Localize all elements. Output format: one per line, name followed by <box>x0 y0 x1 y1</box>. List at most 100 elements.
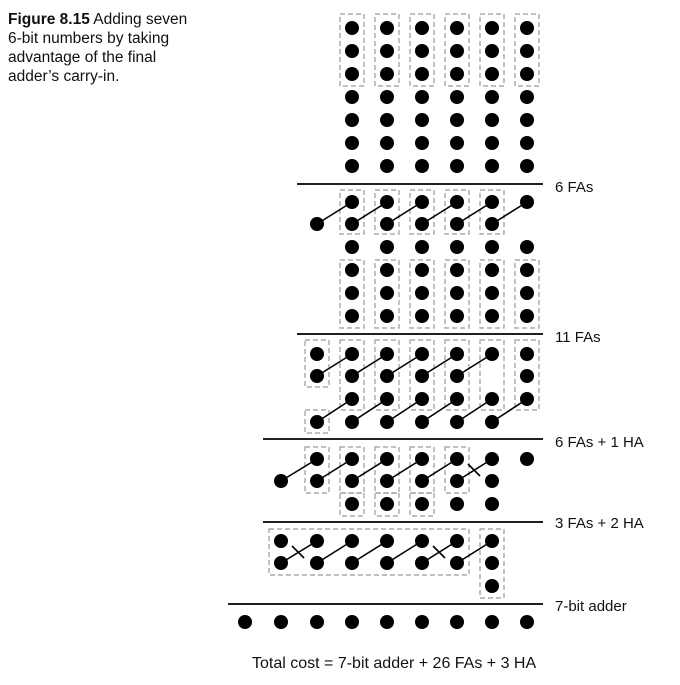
bit-dot <box>450 240 464 254</box>
bit-dot <box>450 113 464 127</box>
bit-dot <box>380 615 394 629</box>
bit-dot <box>520 369 534 383</box>
adder-box <box>374 339 400 411</box>
bit-dot <box>274 615 288 629</box>
bit-dot <box>415 44 429 58</box>
bit-dot <box>345 556 359 570</box>
bit-dot <box>415 369 429 383</box>
adder-box <box>339 259 365 329</box>
bit-dot <box>415 347 429 361</box>
bit-dot <box>345 240 359 254</box>
bit-dot <box>415 159 429 173</box>
bit-dot <box>415 556 429 570</box>
bit-dot <box>485 534 499 548</box>
bit-dot <box>450 497 464 511</box>
bit-dot <box>345 90 359 104</box>
bit-dot <box>520 21 534 35</box>
bit-dot <box>485 497 499 511</box>
adder-box <box>479 189 505 235</box>
bit-dot <box>310 217 324 231</box>
bit-dot <box>450 474 464 488</box>
bit-dot <box>238 615 252 629</box>
bit-dot <box>380 474 394 488</box>
bit-dot <box>380 497 394 511</box>
bit-dot <box>415 21 429 35</box>
adder-box <box>514 339 540 411</box>
bit-dot <box>520 309 534 323</box>
adder-box <box>409 339 435 411</box>
bit-dot <box>310 534 324 548</box>
bit-dot <box>415 136 429 150</box>
figure-caption: Figure 8.15 Adding seven 6-bit numbers b… <box>8 10 193 86</box>
bit-dot <box>345 452 359 466</box>
bit-dot <box>485 136 499 150</box>
bit-dot <box>415 240 429 254</box>
bit-dot <box>380 369 394 383</box>
bit-dot <box>485 217 499 231</box>
bit-dot <box>485 392 499 406</box>
bit-dot <box>380 452 394 466</box>
bit-dot <box>310 415 324 429</box>
bit-dot <box>310 474 324 488</box>
bit-dot <box>520 263 534 277</box>
bit-dot <box>310 347 324 361</box>
bit-dot <box>380 113 394 127</box>
bit-dot <box>345 21 359 35</box>
bit-dot <box>450 452 464 466</box>
bit-dot <box>274 534 288 548</box>
bit-dot <box>345 263 359 277</box>
bit-dot <box>485 309 499 323</box>
bit-dot <box>345 615 359 629</box>
bit-dot <box>450 159 464 173</box>
bit-dot <box>450 195 464 209</box>
bit-dot <box>345 347 359 361</box>
bit-dot <box>485 615 499 629</box>
bit-dot <box>485 556 499 570</box>
adder-box <box>479 259 505 329</box>
adder-box <box>514 13 540 87</box>
bit-dot <box>485 21 499 35</box>
bit-dot <box>415 309 429 323</box>
bit-dot <box>380 534 394 548</box>
bit-dot <box>450 67 464 81</box>
adder-box <box>444 446 470 494</box>
bit-dot <box>415 286 429 300</box>
bit-dot <box>450 263 464 277</box>
bit-dot <box>520 615 534 629</box>
bit-dot <box>485 67 499 81</box>
bit-dot <box>380 217 394 231</box>
bit-dot <box>450 90 464 104</box>
bit-dot <box>485 347 499 361</box>
bit-dot <box>274 474 288 488</box>
adder-box <box>479 13 505 87</box>
adder-box <box>444 13 470 87</box>
bit-dot <box>520 195 534 209</box>
bit-dot <box>520 44 534 58</box>
bit-dot <box>450 415 464 429</box>
bit-dot <box>415 497 429 511</box>
stage-label-11-fas: 11 FAs <box>555 329 601 346</box>
stage-rules <box>228 183 543 605</box>
bit-dot <box>345 369 359 383</box>
bit-dot <box>485 44 499 58</box>
adder-box <box>339 13 365 87</box>
adder-box <box>304 339 330 388</box>
bit-dot <box>380 240 394 254</box>
bit-dot <box>450 217 464 231</box>
stage-label-7-bit-adder: 7-bit adder <box>555 598 627 615</box>
bit-dot <box>450 44 464 58</box>
caption-text: Adding seven 6-bit numbers by taking adv… <box>8 11 188 85</box>
bit-dot <box>485 286 499 300</box>
bit-dot <box>380 159 394 173</box>
half-adder-mark <box>291 545 305 559</box>
bit-dot <box>345 67 359 81</box>
bit-dot <box>520 240 534 254</box>
stage-label-6-fas: 6 FAs <box>555 179 593 196</box>
bit-dot <box>520 392 534 406</box>
bit-dots <box>238 21 534 629</box>
bit-dot <box>345 136 359 150</box>
bit-dot <box>415 217 429 231</box>
adder-boxes <box>268 13 540 599</box>
bit-dot <box>520 67 534 81</box>
bit-dot <box>345 392 359 406</box>
